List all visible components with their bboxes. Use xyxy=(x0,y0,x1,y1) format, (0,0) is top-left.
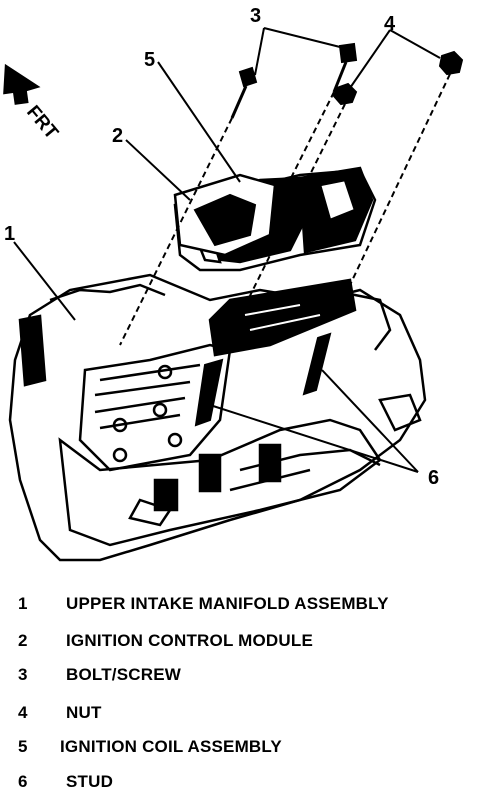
callout-1: 1 xyxy=(4,223,15,245)
front-direction-arrow-icon xyxy=(3,63,41,105)
callout-6: 6 xyxy=(428,467,439,489)
legend-number: 2 xyxy=(18,631,28,650)
legend-label: BOLT/SCREW xyxy=(66,665,182,684)
legend-label: IGNITION COIL ASSEMBLY xyxy=(60,737,282,756)
bolt-screw-drawings xyxy=(230,42,358,119)
legend-row: 5 IGNITION COIL ASSEMBLY xyxy=(0,737,480,767)
callout-2: 2 xyxy=(112,125,123,147)
engine-block-drawing xyxy=(8,273,427,562)
front-label: FRT xyxy=(22,102,62,144)
legend-label: NUT xyxy=(66,703,102,722)
callout-5: 5 xyxy=(144,49,155,71)
legend-number: 6 xyxy=(18,772,28,791)
legend-row: 6 STUD xyxy=(0,772,480,802)
legend-number: 5 xyxy=(18,737,28,756)
ignition-control-module-drawing xyxy=(173,173,277,257)
exploded-view-diagram: FRT xyxy=(3,5,464,562)
legend-number: 1 xyxy=(18,594,28,613)
legend-row: 3 BOLT/SCREW xyxy=(0,665,480,695)
legend-label: UPPER INTAKE MANIFOLD ASSEMBLY xyxy=(66,594,389,613)
callout-3: 3 xyxy=(250,5,261,27)
legend-row: 1 UPPER INTAKE MANIFOLD ASSEMBLY xyxy=(0,594,480,624)
legend-row: 4 NUT xyxy=(0,703,480,733)
legend-label: IGNITION CONTROL MODULE xyxy=(66,631,313,650)
callout-4: 4 xyxy=(384,13,396,35)
legend-label: STUD xyxy=(66,772,114,791)
stud-drawings xyxy=(194,332,332,427)
legend-number: 4 xyxy=(18,703,28,722)
leader-lines xyxy=(13,27,451,473)
legend-row: 2 IGNITION CONTROL MODULE xyxy=(0,631,480,661)
nut-drawings xyxy=(332,50,464,106)
legend-number: 3 xyxy=(18,665,28,684)
